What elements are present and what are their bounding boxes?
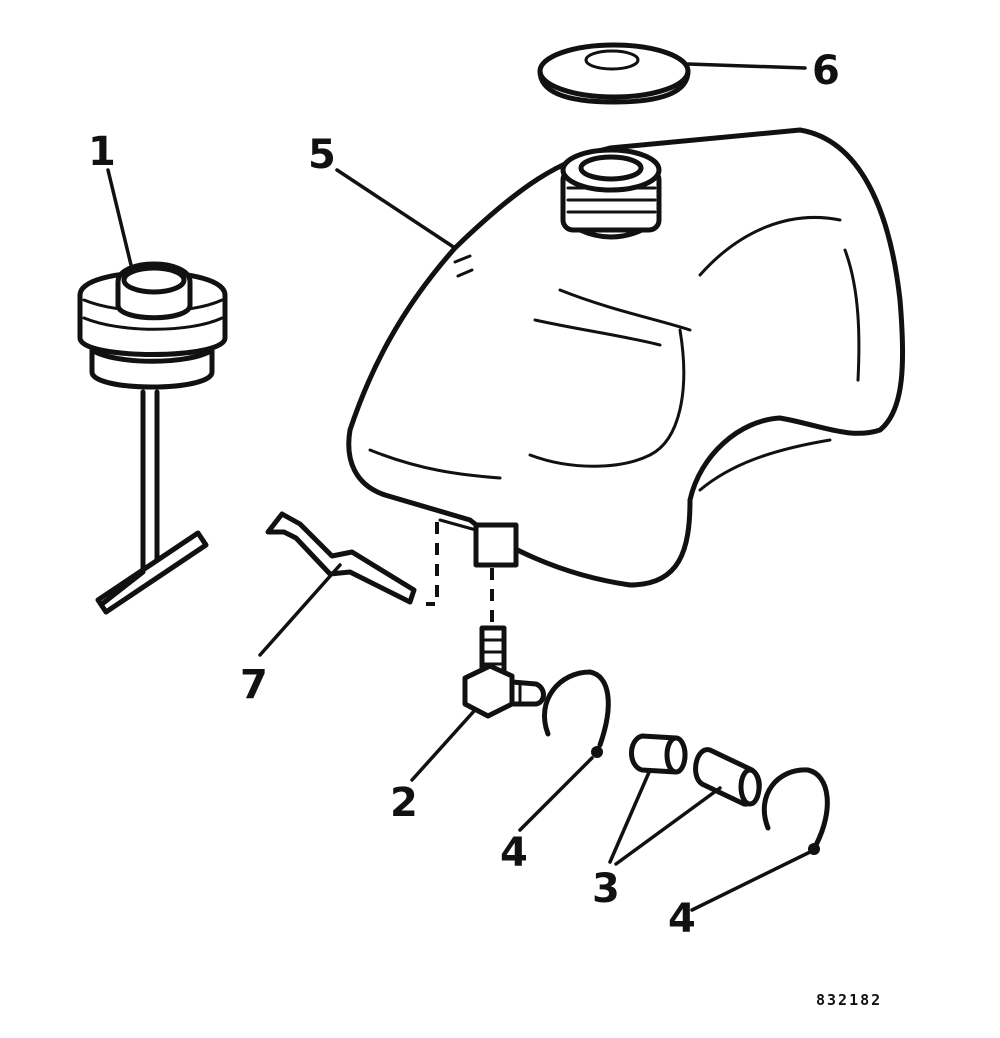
callout-7: 7 [240, 662, 268, 708]
callout-1: 1 [88, 129, 116, 175]
figure-number: 832182 [816, 991, 882, 1009]
bracket-part-7 [265, 511, 417, 605]
hose-section-part-3a [629, 733, 688, 775]
filler-cap-part-1 [77, 261, 228, 615]
leader-1 [106, 168, 133, 267]
leader-4a [518, 756, 594, 832]
leader-lines [106, 62, 812, 912]
leader-3a [608, 768, 652, 864]
fuel-tank-part-5 [346, 127, 906, 588]
assembly-guide-lines [426, 522, 494, 628]
hose-clamp-part-4b [761, 767, 830, 855]
callout-2: 2 [390, 780, 418, 826]
callout-4a: 4 [500, 830, 528, 876]
callout-3: 3 [592, 866, 620, 912]
leader-2 [410, 708, 477, 782]
leader-4b [690, 850, 812, 912]
hose-clamp-part-4a [541, 669, 611, 758]
callout-4b: 4 [668, 896, 696, 942]
callout-6: 6 [812, 48, 840, 94]
elbow-fitting-part-2 [462, 625, 546, 719]
leader-5 [335, 168, 457, 250]
washer-part-6 [537, 42, 691, 105]
leader-6 [686, 62, 807, 70]
hose-section-part-3b [693, 747, 762, 807]
leader-7 [258, 563, 342, 657]
leader-3b [614, 786, 722, 866]
callout-5: 5 [308, 132, 336, 178]
